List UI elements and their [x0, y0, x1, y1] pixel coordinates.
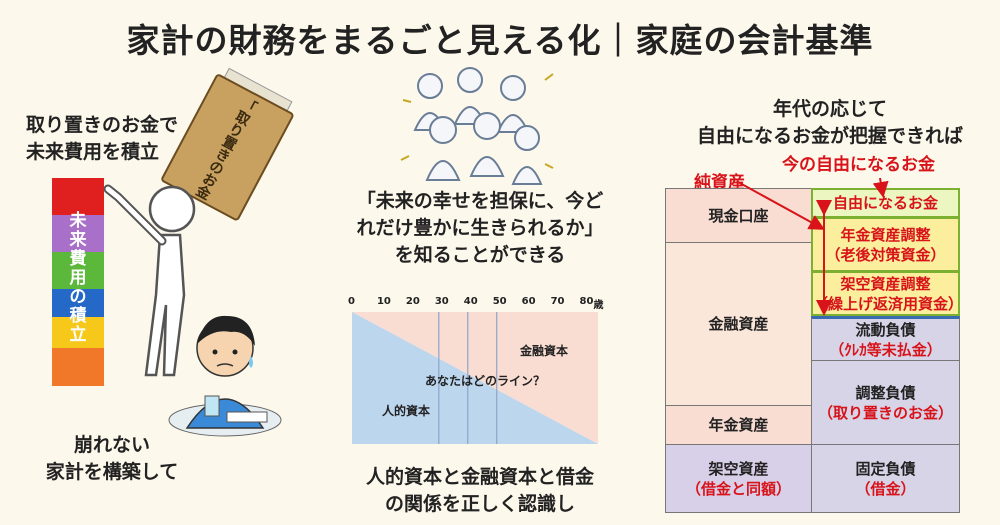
stack-char: 費: [69, 249, 87, 269]
liab-pension-adjust-label: 年金資産調整: [840, 225, 931, 244]
liab-current-sub: （ｸﾚｶ等未払金）: [829, 340, 942, 359]
x-tick-label: 80: [579, 296, 594, 307]
liab-fictional-adjust-label: 架空資産調整: [840, 274, 931, 293]
stack-block-green: [52, 252, 104, 290]
liab-adjustment-label: 調整負債: [855, 383, 916, 402]
stack-block-red: [52, 178, 104, 216]
line-question-label: あなたはどのライン？: [425, 374, 546, 388]
middle-bottom-label-line2: の関係を正しく認識し: [384, 493, 575, 515]
middle-quote-line1: 「未来の幸せを担保に、今ど: [356, 190, 604, 212]
x-tick-label: 60: [521, 296, 536, 307]
left-bottom-label-line2: 家計を構築して: [45, 461, 179, 483]
liab-fixed-label: 固定負債: [855, 459, 916, 478]
asset-financial-label: 金融資産: [708, 315, 769, 333]
stack-char: 未: [69, 211, 87, 231]
chart-plot-area: [352, 312, 598, 444]
annotation-arrows: [737, 177, 889, 316]
x-tick-label: 20: [405, 296, 420, 307]
middle-quote-line2: れだけ豊かに生きられるか」: [356, 217, 604, 239]
stack-vertical-text: 未 来 費 用 の 積 立: [58, 212, 98, 345]
asset-fictional-sub: （借金と同額）: [685, 479, 791, 498]
net-assets-arrow: [737, 181, 826, 230]
balance-sheet: 現金口座 金融資産 年金資産 架空資産 （借金と同額） 自由になるお金 年金資産…: [665, 188, 964, 513]
stick-figure-illustration: [103, 184, 196, 377]
liab-current-label: 流動負債: [855, 320, 916, 339]
right-top-label-line2: 自由になるお金が把握できれば: [696, 125, 963, 147]
left-top-label: 取り置きのお金で 未来費用を積立: [26, 112, 178, 166]
middle-bottom-label-line1: 人的資本と金融資本と借金: [365, 466, 594, 488]
stack-char: 用: [69, 268, 87, 288]
right-top-label: 年代の応じて 自由になるお金が把握できれば: [680, 96, 980, 150]
liab-fictional-adjust-sub: （繰上げ返済用資金）: [813, 294, 964, 313]
x-tick-label: 0: [348, 296, 355, 307]
middle-quote: 「未来の幸せを担保に、今ど れだけ豊かに生きられるか」 を知ることができる: [330, 188, 630, 269]
asset-pension: 年金資産: [665, 405, 812, 445]
free-now-arrow: [872, 177, 889, 198]
middle-bottom-label: 人的資本と金融資本と借金 の関係を正しく認識し: [320, 464, 640, 518]
asset-cash-account-label: 現金口座: [708, 206, 769, 225]
liab-free-money-label: 自由になるお金: [832, 194, 938, 212]
liab-pension-adjust-sub: （老後対策資金）: [825, 245, 946, 264]
liab-adjustment: 調整負債 （取り置きのお金）: [811, 360, 960, 445]
liab-pension-adjust: 年金資産調整 （老後対策資金）: [811, 217, 960, 272]
stack-char: 立: [69, 325, 87, 345]
stack-char: 来: [69, 230, 87, 250]
left-bottom-label: 崩れない 家計を構築して: [22, 432, 202, 486]
liab-fixed: 固定負債 （借金）: [811, 444, 960, 513]
human-capital-region: [352, 312, 598, 444]
asset-fictional: 架空資産 （借金と同額）: [665, 444, 812, 513]
liab-fictional-adjust: 架空資産調整 （繰上げ返済用資金）: [811, 271, 964, 316]
annot-free-now: 今の自由になるお金: [782, 155, 935, 175]
left-top-label-line1: 取り置きのお金で: [26, 114, 179, 136]
page-title: 家計の財務をまるごと見える化｜家庭の会計基準: [126, 21, 874, 60]
liab-fixed-sub: （借金）: [855, 479, 916, 498]
stack-char: 積: [69, 306, 87, 326]
liab-adjustment-sub: （取り置きのお金）: [817, 403, 953, 422]
reference-lines: [438, 312, 498, 444]
asset-pension-label: 年金資産: [708, 416, 769, 434]
stack-char: の: [69, 287, 87, 307]
stack-block-orange: [52, 348, 104, 386]
x-tick-label: 40: [463, 296, 478, 307]
middle-quote-line3: を知ることができる: [394, 244, 566, 266]
stack-block-purple: [52, 215, 104, 253]
x-tick-label: 50: [492, 296, 507, 307]
left-bottom-label-line1: 崩れない: [73, 434, 150, 456]
human-capital-label: 人的資本: [382, 404, 431, 418]
crowd-illustration: [400, 67, 554, 185]
financial-capital-label: 金融資本: [520, 344, 569, 358]
x-unit-label: 歳: [593, 300, 604, 311]
asset-fictional-label: 架空資産: [708, 459, 769, 478]
x-tick-label: 70: [550, 296, 565, 307]
left-top-label-line2: 未来費用を積立: [26, 141, 160, 163]
liab-current: 流動負債 （ｸﾚｶ等未払金）: [811, 316, 960, 361]
asset-cash-account: 現金口座: [665, 188, 812, 243]
right-top-label-line1: 年代の応じて: [772, 98, 887, 120]
worried-person-illustration: [168, 315, 282, 437]
x-tick-label: 30: [434, 296, 449, 307]
x-tick-label: 10: [376, 296, 391, 307]
